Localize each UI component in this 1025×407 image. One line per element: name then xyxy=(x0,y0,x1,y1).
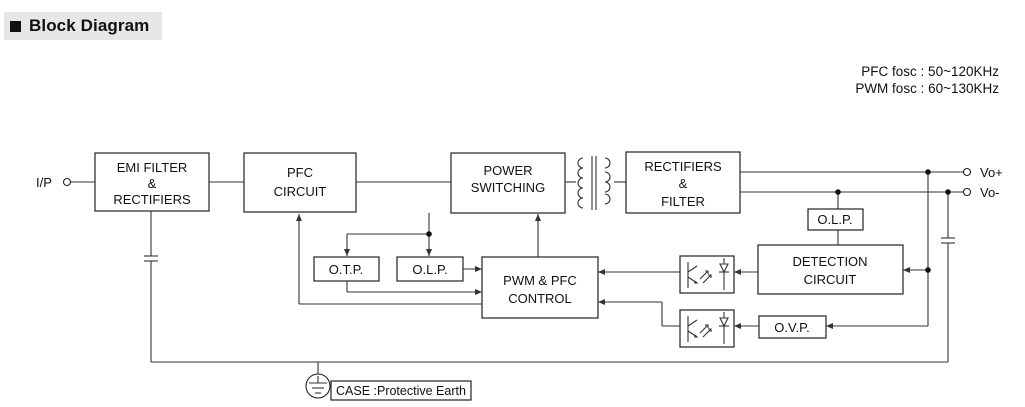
vo-plus-label: Vo+ xyxy=(980,165,1003,180)
rectifiers-filter-line3: FILTER xyxy=(661,194,705,209)
wires xyxy=(71,171,963,380)
input-terminal-icon xyxy=(62,177,72,187)
transformer-icon xyxy=(565,156,626,210)
olp-left-label: O.L.P. xyxy=(412,262,447,277)
ground-label: CASE :Protective Earth xyxy=(336,384,466,398)
pwm-fosc-note: PWM fosc : 60~130KHz xyxy=(855,81,999,96)
section-header: Block Diagram xyxy=(4,12,162,40)
vo-minus-terminal-icon xyxy=(962,187,972,197)
pwm-pfc-control-block: PWM & PFC CONTROL xyxy=(481,256,599,319)
olp-left-block: O.L.P. xyxy=(396,256,464,282)
optocoupler-lower-icon xyxy=(679,309,735,348)
rectifiers-filter-block: RECTIFIERS & FILTER xyxy=(625,151,741,214)
emi-filter-line3: RECTIFIERS xyxy=(113,192,191,207)
pfc-circuit-line1: PFC xyxy=(287,165,313,180)
detection-line1: DETECTION xyxy=(792,254,867,269)
vo-plus-terminal-icon xyxy=(962,167,972,177)
ground-label-box: CASE :Protective Earth xyxy=(330,380,472,401)
rectifiers-filter-line1: RECTIFIERS xyxy=(644,159,722,174)
pfc-fosc-note: PFC fosc : 50~120KHz xyxy=(861,64,999,79)
olp-right-block: O.L.P. xyxy=(807,208,864,231)
otp-block: O.T.P. xyxy=(313,256,380,282)
ovp-block: O.V.P. xyxy=(758,315,827,339)
vo-minus-label: Vo- xyxy=(980,185,1000,200)
pfc-circuit-block: PFC CIRCUIT xyxy=(243,152,357,213)
terminals: I/P Vo+ Vo- xyxy=(36,165,1003,200)
section-title: Block Diagram xyxy=(29,16,150,35)
emi-filter-line2: & xyxy=(148,176,157,191)
olp-right-label: O.L.P. xyxy=(817,212,852,227)
pwm-pfc-line1: PWM & PFC xyxy=(503,273,577,288)
power-switching-block: POWER SWITCHING xyxy=(450,152,566,214)
optocoupler-upper-icon xyxy=(679,255,735,294)
power-switching-line1: POWER xyxy=(483,163,532,178)
detection-line2: CIRCUIT xyxy=(804,272,857,287)
junction-dots xyxy=(426,169,951,273)
ovp-label: O.V.P. xyxy=(774,320,809,335)
frequency-notes: PFC fosc : 50~120KHz PWM fosc : 60~130KH… xyxy=(855,63,999,97)
otp-label: O.T.P. xyxy=(329,262,363,277)
pwm-pfc-line2: CONTROL xyxy=(508,291,572,306)
power-switching-line2: SWITCHING xyxy=(471,180,545,195)
input-terminal-label: I/P xyxy=(36,175,52,190)
rectifiers-filter-line2: & xyxy=(679,176,688,191)
pfc-circuit-line2: CIRCUIT xyxy=(274,184,327,199)
square-bullet-icon xyxy=(10,20,21,32)
protective-earth-icon xyxy=(305,373,331,399)
emi-filter-block: EMI FILTER & RECTIFIERS xyxy=(94,152,210,212)
detection-circuit-block: DETECTION CIRCUIT xyxy=(757,244,904,295)
emi-filter-line1: EMI FILTER xyxy=(117,160,188,175)
